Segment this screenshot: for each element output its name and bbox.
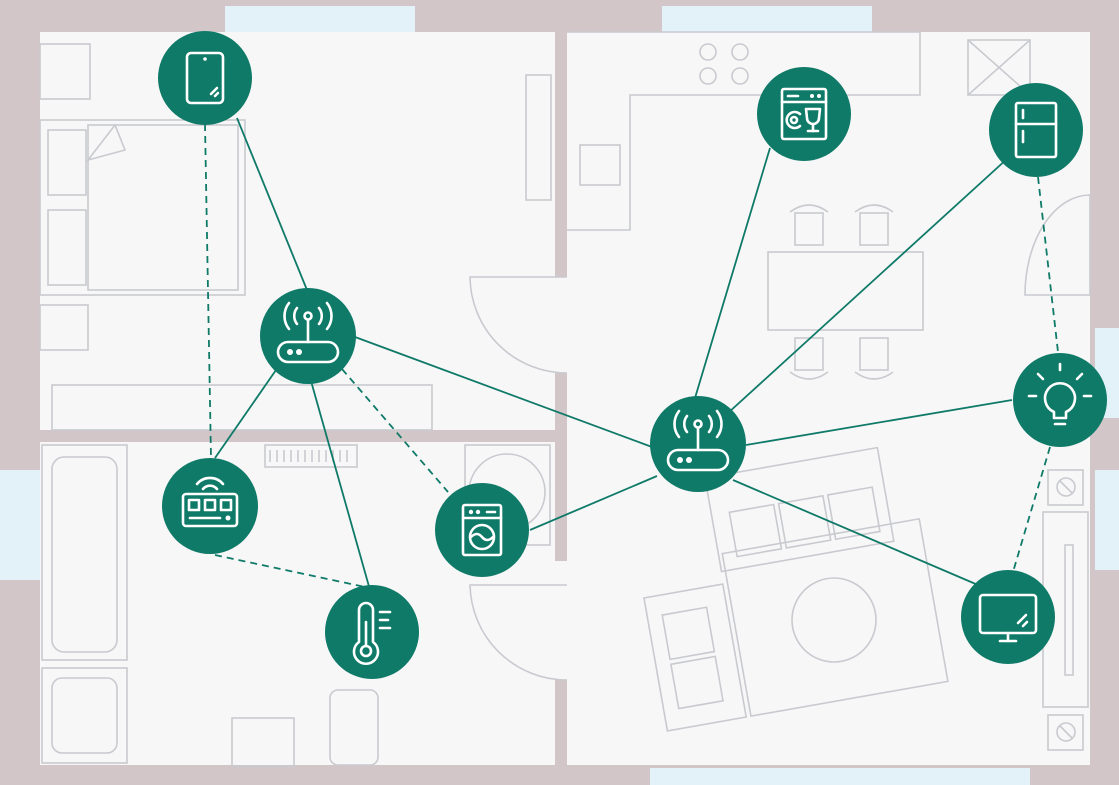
bedroom-furniture	[39, 43, 552, 431]
router-right-node[interactable]	[650, 396, 746, 492]
fridge-node[interactable]	[989, 83, 1083, 177]
link-router-left-washer	[341, 368, 449, 493]
link-router-left-router-right	[354, 336, 653, 448]
thermometer-icon	[352, 601, 392, 665]
link-light-tv	[1012, 446, 1051, 573]
link-router-right-dishwasher	[694, 147, 771, 399]
tv-node[interactable]	[961, 570, 1055, 664]
refrigerator-icon	[1014, 101, 1058, 159]
interior-walls	[40, 32, 567, 766]
tablet-node[interactable]	[158, 31, 252, 125]
doors	[469, 194, 1091, 681]
link-router-left-thermostat	[214, 369, 277, 459]
link-router-right-tv	[732, 479, 979, 586]
link-router-right-washer	[529, 475, 658, 531]
dishwasher-icon	[780, 87, 828, 141]
link-router-left-thermometer	[310, 380, 371, 591]
router-left-node[interactable]	[260, 288, 356, 384]
thermometer-node[interactable]	[325, 585, 419, 679]
tv-icon	[978, 593, 1038, 643]
thermostat-node[interactable]	[162, 458, 258, 554]
link-fridge-light	[1037, 176, 1059, 353]
link-tablet-thermostat	[204, 123, 212, 459]
link-router-right-light	[745, 399, 1013, 446]
wifi-router-icon	[276, 301, 340, 364]
washer-node[interactable]	[435, 483, 529, 577]
device-nodes	[158, 31, 1107, 679]
link-tablet-router-left	[236, 117, 308, 291]
washing-machine-icon	[461, 503, 503, 557]
wifi-router-icon	[666, 409, 730, 472]
light-node[interactable]	[1013, 353, 1107, 447]
tablet-icon	[185, 51, 225, 105]
light-bulb-icon	[1027, 362, 1093, 426]
connections	[204, 117, 1059, 591]
thermostat-icon	[181, 476, 239, 528]
link-router-right-fridge	[727, 157, 1009, 414]
dishwasher-node[interactable]	[757, 67, 851, 161]
windows	[0, 6, 1119, 785]
link-thermostat-thermometer	[214, 554, 371, 589]
